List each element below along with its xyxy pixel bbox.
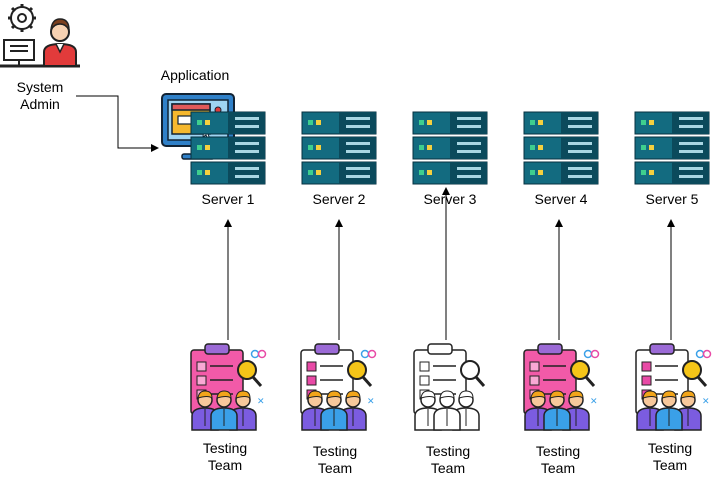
server-2-label: Server 2: [312, 191, 366, 207]
testing-team-3-icon: [408, 340, 492, 432]
admin-to-app-connector: [76, 95, 159, 152]
server-5-icon: [634, 110, 710, 186]
svg-text:✕: ✕: [702, 397, 710, 407]
system-admin-label: System Admin: [16, 79, 64, 112]
testing-team-2-label: Testing Team: [312, 443, 358, 476]
server-2-icon: [301, 110, 377, 186]
system-admin-icon: [0, 0, 80, 70]
testing-team-3-label: Testing Team: [425, 443, 471, 476]
testing-team-2-icon: ✕: [295, 340, 379, 432]
svg-text:✕: ✕: [367, 397, 375, 407]
testing-team-4-label: Testing Team: [535, 443, 581, 476]
testing-team-5-label: Testing Team: [647, 440, 693, 473]
server-3-icon: [412, 110, 488, 186]
server-4-label: Server 4: [534, 191, 588, 207]
testing-team-4-icon: ✕: [518, 340, 602, 432]
server-1-label: Server 1: [201, 191, 255, 207]
application-label: Application: [160, 67, 230, 83]
testing-team-5-icon: ✕: [630, 340, 714, 432]
server-1-icon: [190, 110, 266, 186]
testing-team-1-icon: ✕: [185, 340, 269, 432]
server-3-label: Server 3: [423, 191, 477, 207]
svg-text:✕: ✕: [257, 397, 265, 407]
server-4-icon: [523, 110, 599, 186]
server-5-label: Server 5: [645, 191, 699, 207]
svg-text:✕: ✕: [590, 397, 598, 407]
testing-team-1-label: Testing Team: [202, 440, 248, 473]
